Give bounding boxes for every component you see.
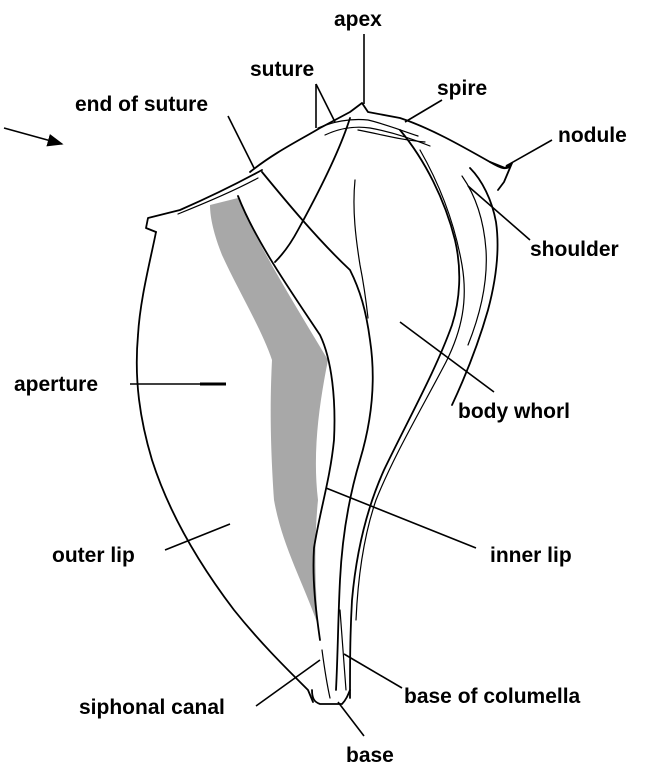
label-outer-lip: outer lip — [52, 544, 135, 567]
inner-lip-leader — [326, 488, 476, 548]
outer-lip-leader — [165, 524, 230, 550]
body-whorl-crest — [275, 118, 350, 262]
label-shoulder: shoulder — [530, 238, 619, 261]
label-suture: suture — [250, 58, 314, 81]
columella-shading — [210, 198, 328, 625]
body-whorl-leader — [400, 322, 494, 392]
label-base: base — [346, 744, 394, 767]
shell-illustration — [137, 103, 512, 704]
nodule-leader — [506, 140, 552, 166]
label-end-of-suture: end of suture — [75, 93, 208, 116]
spire-outline — [250, 103, 512, 172]
base-leader — [338, 702, 364, 736]
shoulder-right-inner — [462, 176, 486, 345]
siphonal-canal-leader — [256, 660, 320, 706]
shoulder-leader — [468, 186, 530, 240]
siphonal-canal-outline — [312, 690, 350, 704]
end-of-suture-leader — [228, 116, 254, 168]
label-spire: spire — [437, 77, 487, 100]
label-siphonal-canal: siphonal canal — [79, 696, 225, 719]
base-of-columella-leader — [344, 654, 402, 688]
body-whorl-right-outline — [350, 130, 459, 698]
suture-leader-2 — [316, 84, 335, 122]
columella-base-line — [340, 610, 346, 690]
label-base-of-columella: base of columella — [404, 685, 581, 708]
label-apex: apex — [334, 8, 382, 31]
label-inner-lip: inner lip — [490, 544, 572, 567]
pointer-arrow — [4, 128, 62, 144]
label-aperture: aperture — [14, 373, 98, 396]
siphonal-canal-inner — [322, 650, 330, 698]
label-body-whorl: body whorl — [458, 400, 570, 423]
label-nodule: nodule — [558, 124, 627, 147]
spire-leader — [405, 100, 442, 122]
